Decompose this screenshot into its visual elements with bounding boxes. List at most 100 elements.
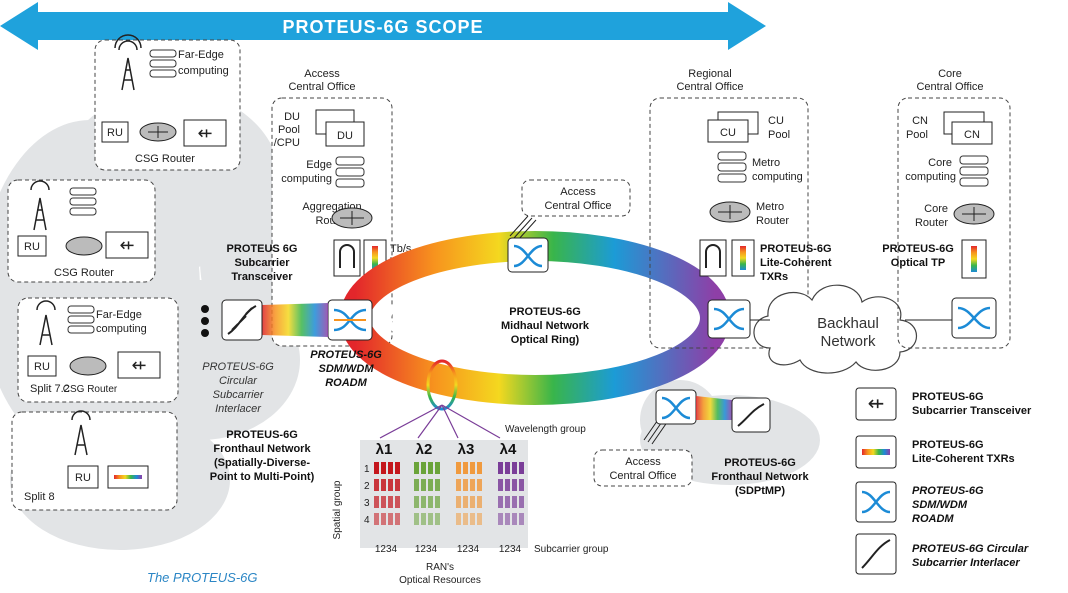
subcarrier-cell <box>428 496 433 508</box>
subcarrier-transceiver-label-1: PROTEUS 6G <box>227 243 298 255</box>
fronthaul-beams <box>262 303 328 337</box>
roadm-label-2: SDM/WDM <box>319 363 375 375</box>
regional-title-1: Regional <box>688 68 731 80</box>
metro-computing-label-1: Metro <box>752 157 780 169</box>
server-stack-icon <box>67 305 95 334</box>
subcarrier-cell <box>414 479 419 491</box>
subcarrier-cell <box>374 462 379 474</box>
subcarrier-transceiver-icon <box>105 231 149 259</box>
fronthaul-left-label-3: (Spatially-Diverse- <box>214 457 310 469</box>
core-central-office: Core Central Office CN Pool CN Core comp… <box>882 68 1011 349</box>
interlacer-icon <box>201 299 263 341</box>
backhaul-label-1: Backhaul <box>817 315 879 332</box>
subcarrier-cell <box>470 513 475 525</box>
core-computing-label-2: computing <box>905 171 956 183</box>
server-stack-icon <box>149 49 177 78</box>
lambda-label: λ1 <box>376 441 393 458</box>
svg-text:⇷: ⇷ <box>868 393 885 415</box>
metro-computing-label-2: computing <box>752 171 803 183</box>
du-box <box>325 121 365 147</box>
subcarrier-cell <box>435 479 440 491</box>
access-co-top-label-1: Access <box>560 186 596 198</box>
subcarrier-cell <box>414 462 419 474</box>
subcarrier-cell <box>519 513 524 525</box>
antenna-tower-icon <box>71 410 91 456</box>
ru-label: RU <box>107 127 123 139</box>
lambda-label: λ4 <box>500 441 517 458</box>
core-router-icon <box>953 203 995 225</box>
access-co-bottom-label-1: Access <box>625 456 661 468</box>
interlacer-label-2: Circular <box>219 375 258 387</box>
subcarrier-cell <box>512 479 517 491</box>
server-stack-icon <box>717 151 747 183</box>
csg-router-label: CSG Router <box>63 384 118 395</box>
du-pool-label-3: /CPU <box>274 137 300 149</box>
subcarrier-cell <box>414 496 419 508</box>
subcarrier-cell <box>477 513 482 525</box>
rainbow-bar <box>372 246 378 270</box>
aggregation-router-icon <box>331 207 373 229</box>
subcarrier-transceiver-icon <box>855 387 897 421</box>
lite-coherent-label-2: Lite-Coherent <box>760 257 832 269</box>
subcarrier-cell <box>428 462 433 474</box>
subcarrier-cell <box>456 462 461 474</box>
subcarrier-cell <box>470 496 475 508</box>
core-router-label-2: Router <box>915 217 948 229</box>
far-edge-label: Far-Edge <box>96 309 142 321</box>
transceiver-glyph: ⇷ <box>119 235 134 255</box>
spatial-row-label: 1 <box>364 464 370 475</box>
subcarrier-cell <box>395 479 400 491</box>
spatial-group-label: Spatial group <box>332 480 343 539</box>
rans-label-2: Optical Resources <box>399 575 481 586</box>
subcarrier-cell <box>374 479 379 491</box>
subcarrier-cell <box>470 462 475 474</box>
subcarrier-cell <box>512 496 517 508</box>
core-title-2: Central Office <box>916 81 983 93</box>
ring-label-1: PROTEUS-6G <box>509 306 581 318</box>
backhaul-network-cloud: Backhaul Network <box>753 284 917 374</box>
split72-label: Split 7.2 <box>30 383 70 395</box>
subcarrier-cell <box>395 513 400 525</box>
du-pool-label-1: DU <box>284 111 300 123</box>
roadm-label-1: PROTEUS-6G <box>310 349 382 361</box>
lambda-label: λ3 <box>458 441 475 458</box>
subcarrier-cell <box>435 513 440 525</box>
subcarrier-group-label: Subcarrier group <box>534 544 609 555</box>
csg-router-label: CSG Router <box>135 153 195 165</box>
scope-banner-title: PROTEUS-6G SCOPE <box>282 17 483 37</box>
ru-box <box>67 465 99 489</box>
subcarrier-transceiver-icon <box>117 351 161 379</box>
fronthaul-right-label-2: Fronthaul Network <box>711 471 809 483</box>
server-stack-icon <box>335 156 365 188</box>
router-icon <box>139 122 177 142</box>
interlacer-label-4: Interlacer <box>215 403 262 415</box>
cn-box <box>951 121 993 145</box>
legend-2-label-2: Lite-Coherent TXRs <box>912 453 1015 465</box>
subcarrier-cell <box>421 513 426 525</box>
split8-label: Split 8 <box>24 491 55 503</box>
subcarrier-cell <box>428 479 433 491</box>
subcarrier-cell <box>435 496 440 508</box>
edge-label-2: computing <box>281 173 332 185</box>
rainbow-bar <box>740 246 746 270</box>
subcarrier-transceiver-label-2: Subcarrier <box>234 257 290 269</box>
legend-3-label-1: PROTEUS-6G <box>912 485 984 497</box>
subcarrier-cell <box>388 462 393 474</box>
computing-label: computing <box>96 323 147 335</box>
legend-2-label-1: PROTEUS-6G <box>912 439 984 451</box>
subcarrier-cell <box>519 479 524 491</box>
du-label: DU <box>337 130 353 142</box>
subcarrier-cell <box>498 479 503 491</box>
core-title-1: Core <box>938 68 962 80</box>
subcarrier-transceiver-label-3: Transceiver <box>231 271 293 283</box>
subcarrier-tick-label: 1234 <box>457 544 480 555</box>
csg-site-2: RU ⇷ CSG Router <box>7 179 156 283</box>
subcarrier-cell <box>456 513 461 525</box>
subcarrier-cell <box>505 462 510 474</box>
subcarrier-cell <box>388 479 393 491</box>
subcarrier-cell <box>435 462 440 474</box>
spatial-row-label: 3 <box>364 498 370 509</box>
du-pool-label-2: Pool <box>278 124 300 136</box>
rainbow-bar <box>971 246 977 272</box>
